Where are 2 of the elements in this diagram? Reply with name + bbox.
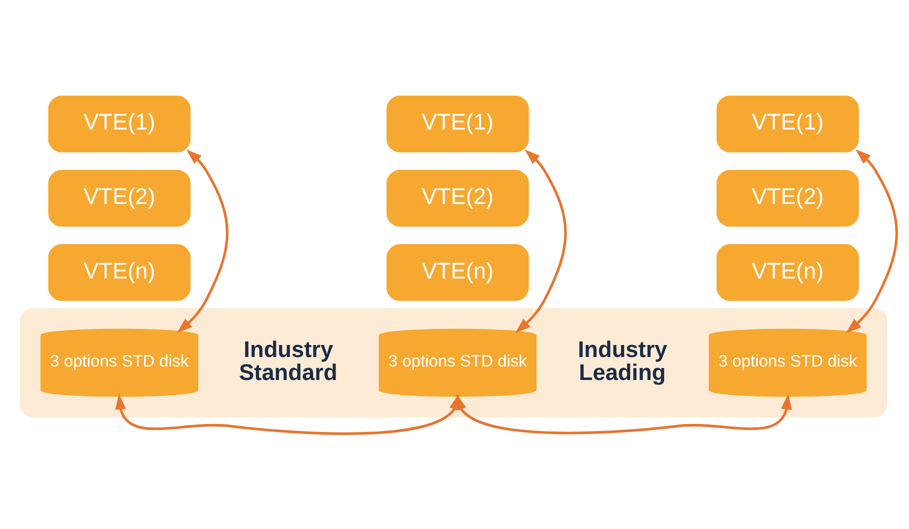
label: Industry Leading <box>578 336 668 384</box>
label: Industry Standard <box>239 336 338 384</box>
